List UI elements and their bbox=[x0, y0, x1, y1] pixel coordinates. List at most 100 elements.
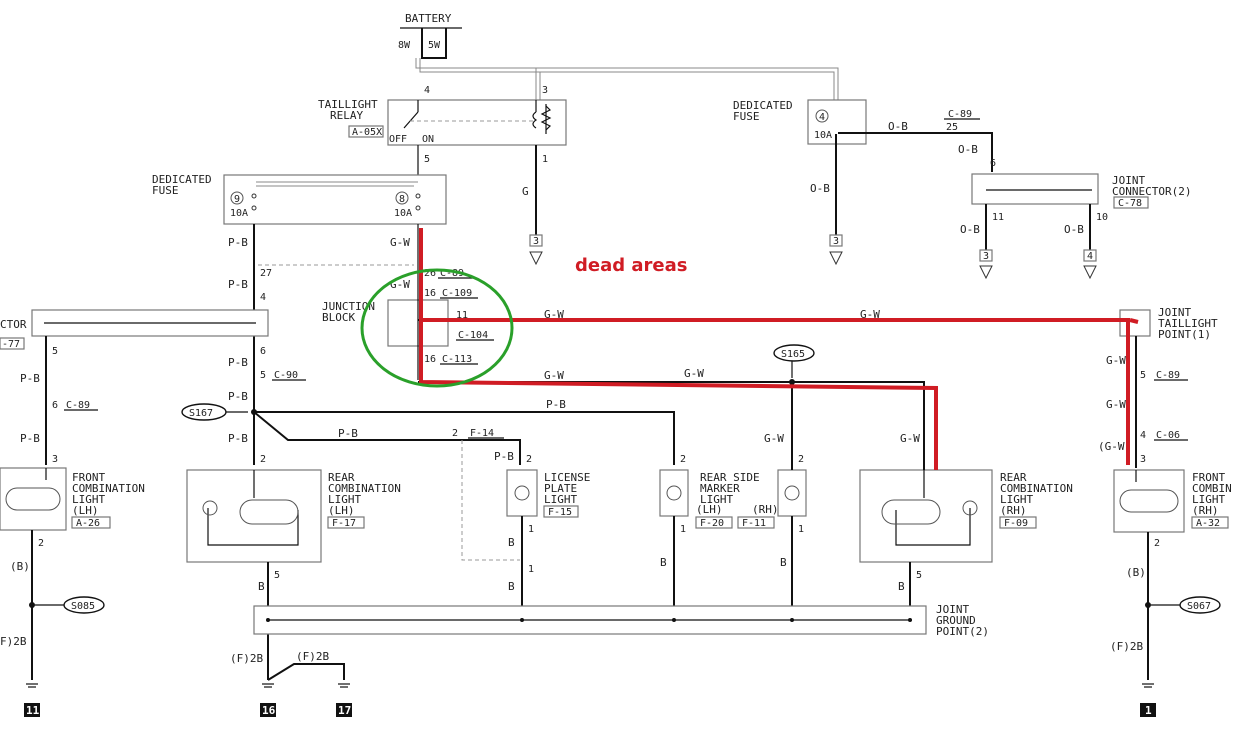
ref-4-jc: 4 bbox=[1087, 251, 1093, 262]
wire-b-marker-lh: B bbox=[660, 556, 667, 569]
conn-c89-right: C-89 bbox=[1156, 370, 1180, 381]
front-rh-label-3: LIGHT bbox=[1192, 493, 1225, 506]
jc-label-2: CONNECTOR(2) bbox=[1112, 185, 1191, 198]
pin-5-right: 5 bbox=[1140, 370, 1146, 381]
wire-gw-mid-2: G-W bbox=[684, 367, 704, 380]
rear-rh-code: F-09 bbox=[1004, 518, 1028, 529]
marker-label-1: REAR SIDE bbox=[700, 471, 760, 484]
pin-2-front-rh: 2 bbox=[1154, 538, 1160, 549]
ground-17: 17 bbox=[338, 704, 351, 717]
ground-16: 16 bbox=[262, 704, 276, 717]
left-connector-code: -77 bbox=[2, 339, 20, 350]
wire-gw-right-1: G-W bbox=[1106, 354, 1126, 367]
conn-c89-top: C-89 bbox=[948, 109, 972, 120]
pin-2-marker-lh: 2 bbox=[680, 454, 686, 465]
fuse-9-num: 9 bbox=[234, 194, 240, 205]
splice-s167-label: S167 bbox=[189, 408, 213, 419]
rear-combination-light-rh: REAR COMBINATION LIGHT (RH) F-09 5 B G-W bbox=[859, 432, 1073, 606]
jc-label-1: JOINT bbox=[1112, 174, 1145, 187]
conn-c113: C-113 bbox=[442, 354, 472, 365]
license-label-2: PLATE bbox=[544, 482, 577, 495]
gw-wires: G-W G-W G-W G-W S165 bbox=[418, 308, 1134, 470]
ref-3-left: 3 bbox=[533, 236, 539, 247]
fuse-9-amp: 10A bbox=[230, 208, 248, 219]
ground-1: 1 bbox=[1145, 704, 1152, 717]
fuse-4-num: 4 bbox=[819, 112, 825, 123]
conn-c89-left: C-89 bbox=[66, 400, 90, 411]
wire-gw-rear-rh: G-W bbox=[900, 432, 920, 445]
wire-label-ob-1: O-B bbox=[888, 120, 908, 133]
rear-lh-label-3: LIGHT bbox=[328, 493, 361, 506]
joint-taillight-point-1: JOINT TAILLIGHT POINT(1) G-W 5 C-89 G-W … bbox=[1098, 306, 1218, 468]
wire-label-ob-5: O-B bbox=[1064, 223, 1084, 236]
wire-b-rear-lh: B bbox=[258, 580, 265, 593]
pin-3-left: 3 bbox=[52, 454, 58, 465]
pin-2-rear-lh: 2 bbox=[260, 454, 266, 465]
front-lh-label-4: (LH) bbox=[72, 504, 99, 517]
rear-lh-label-4: (LH) bbox=[328, 504, 355, 517]
front-lh-label-2: COMBINATION bbox=[72, 482, 145, 495]
battery: BATTERY 8W 5W bbox=[398, 12, 839, 105]
wire-pb-8: P-B bbox=[494, 450, 514, 463]
conn-c109: C-109 bbox=[442, 288, 472, 299]
relay-label-2: RELAY bbox=[330, 109, 363, 122]
marker-rh: (RH) bbox=[752, 503, 779, 516]
dead-areas-label: dead areas bbox=[575, 255, 687, 276]
marker-code-rh: F-11 bbox=[742, 518, 766, 529]
splice-s167: S167 bbox=[181, 403, 248, 421]
front-rh-code: A-32 bbox=[1196, 518, 1220, 529]
rear-rh-label-1: REAR bbox=[1000, 471, 1027, 484]
wire-f2b-2: (F)2B bbox=[296, 650, 329, 663]
ground-11: 11 bbox=[26, 704, 40, 717]
wire-gw-right-3: (G-W bbox=[1098, 440, 1125, 453]
wire-b-license-2: B bbox=[508, 580, 515, 593]
pin-4-right: 4 bbox=[1140, 430, 1146, 441]
wire-gw-marker: G-W bbox=[764, 432, 784, 445]
splice-s085: S085 bbox=[71, 601, 95, 612]
fuse-left-label-1: DEDICATED bbox=[152, 173, 212, 186]
rear-side-marker-lights: 2 REAR SIDE MARKER LIGHT (LH) (RH) F-20 … bbox=[659, 382, 807, 606]
taillight-relay: TAILLIGHT RELAY A-05X 4 3 OFF ON 5 1 bbox=[318, 85, 567, 178]
rear-rh-label-3: LIGHT bbox=[1000, 493, 1033, 506]
wire-pb-1: P-B bbox=[228, 236, 248, 249]
conn-c89-jb: C-89 bbox=[440, 268, 464, 279]
fuse-left-label-2: FUSE bbox=[152, 184, 179, 197]
jgp-label-1: JOINT bbox=[936, 603, 969, 616]
pin-2-license: 2 bbox=[526, 454, 532, 465]
splice-s165: S165 bbox=[781, 349, 805, 360]
marker-code-lh: F-20 bbox=[700, 518, 724, 529]
front-combination-light-lh: FRONT COMBINATION LIGHT (LH) A-26 2 (B) … bbox=[0, 467, 145, 717]
wire-gw-jb-1: G-W bbox=[390, 236, 410, 249]
front-lh-label-1: FRONT bbox=[72, 471, 105, 484]
pin-2-front-lh: 2 bbox=[38, 538, 44, 549]
wire-b-front-lh: (B) bbox=[10, 560, 30, 573]
dedicated-fuse-right: DEDICATED FUSE 4 10A O-B O-B 3 C-89 25 O… bbox=[733, 99, 993, 266]
jtp-label-2: TAILLIGHT bbox=[1158, 317, 1218, 330]
relay-label-1: TAILLIGHT bbox=[318, 98, 378, 111]
wire-pb-4: P-B bbox=[228, 390, 248, 403]
front-lh-code: A-26 bbox=[76, 518, 100, 529]
wire-f2b-right: (F)2B bbox=[1110, 640, 1143, 653]
fuse-right-label-2: FUSE bbox=[733, 110, 760, 123]
wire-pb-2: P-B bbox=[228, 278, 248, 291]
wire-b-rear-rh: B bbox=[898, 580, 905, 593]
pin-5-rear-lh: 5 bbox=[274, 570, 280, 581]
junction-highlight-circle bbox=[360, 268, 514, 388]
pb-branch: P-B 27 P-B 4 6 P-B 5 C-90 P-B P-B P-B P-… bbox=[228, 224, 675, 561]
pin-16-jb-2: 16 bbox=[424, 354, 436, 365]
relay-code: A-05X bbox=[352, 127, 382, 138]
pin-1-marker-lh: 1 bbox=[680, 524, 686, 535]
jb-label-1: JUNCTION bbox=[322, 300, 375, 313]
wire-label-ob-4: O-B bbox=[960, 223, 980, 236]
pin-11-jb: 11 bbox=[456, 310, 468, 321]
relay-pin-1: 1 bbox=[542, 154, 548, 165]
wire-pb-5: P-B bbox=[228, 432, 248, 445]
joint-ground-point-2: JOINT GROUND POINT(2) bbox=[253, 603, 989, 638]
pin-1-license: 1 bbox=[528, 524, 534, 535]
front-rh-label-4: (RH) bbox=[1192, 504, 1219, 517]
license-code: F-15 bbox=[548, 507, 572, 518]
conn-c06: C-06 bbox=[1156, 430, 1180, 441]
left-connector: CTOR -77 5 P-B 6 C-89 P-B 3 bbox=[0, 309, 269, 465]
marker-lh: (LH) bbox=[696, 503, 723, 516]
pin-27: 27 bbox=[260, 268, 272, 279]
